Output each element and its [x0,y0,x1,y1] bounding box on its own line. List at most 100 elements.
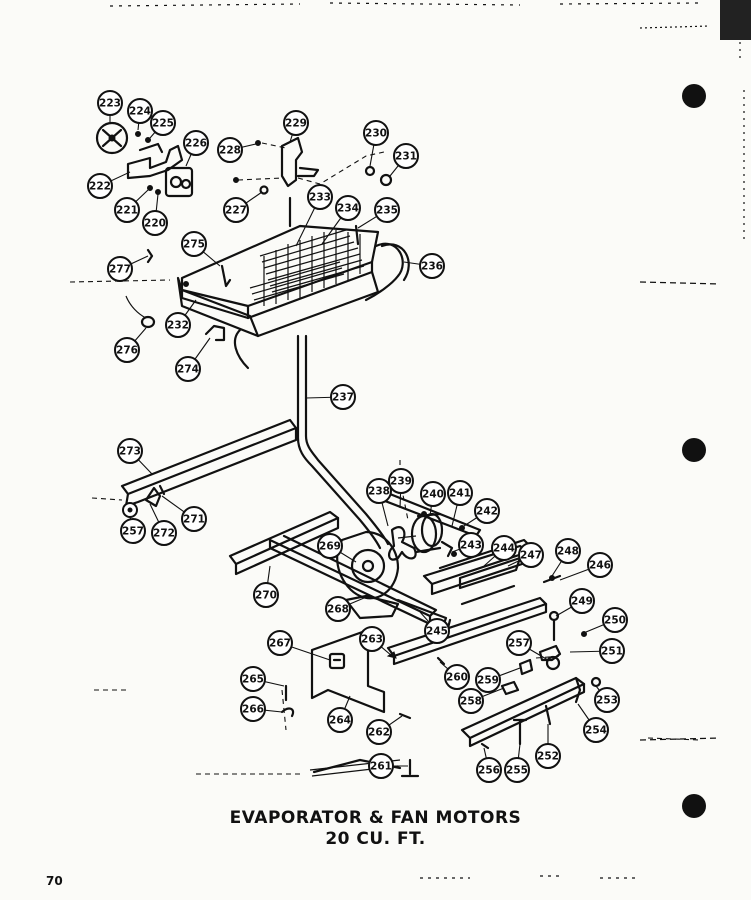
callout-number: 224 [129,106,151,118]
callout-number: 257 [508,638,530,650]
callout-256: 256 [476,747,502,783]
callout-number: 265 [242,674,264,686]
binder-hole [682,84,706,108]
callout-circle [127,98,153,124]
callout-labels: 2232242252262222212202282292272302312332… [87,90,628,783]
callout-252: 252 [535,724,561,769]
callout-number: 247 [520,550,542,562]
callout-number: 263 [361,634,383,646]
callout-number: 232 [167,320,189,332]
callout-circle [363,120,389,146]
callout-circle [217,137,243,163]
callout-244: 244 [483,535,517,567]
callout-242: 242 [463,498,500,527]
callout-221: 221 [114,189,149,223]
callout-number: 276 [116,345,138,357]
callout-circle [419,253,445,279]
callout-circle [114,337,140,363]
callout-261: 261 [368,753,408,779]
fan-motor [164,166,194,198]
callout-number: 233 [309,192,331,204]
callout-263: 263 [359,626,393,657]
callout-265: 265 [240,666,285,692]
callout-number: 268 [327,604,349,616]
evaporator-coil [69,224,410,370]
callout-circle [327,707,353,733]
callout-number: 261 [370,761,392,773]
callout-249: 249 [555,588,595,617]
callout-275: 275 [181,231,221,267]
callout-circle [366,478,392,504]
callout-circle [594,687,620,713]
callout-269: 269 [317,533,357,563]
callout-number: 274 [177,364,199,376]
callout-number: 242 [476,506,498,518]
callout-circle [583,717,609,743]
callout-number: 249 [571,596,593,608]
callout-circle [223,197,249,223]
fan-motor-bracket [126,131,184,195]
callout-number: 240 [422,489,444,501]
callout-243: 243 [451,532,484,558]
callout-227: 227 [223,191,263,223]
drain-tube [296,334,390,550]
callout-number: 234 [337,203,359,215]
callout-257: 257 [506,630,549,661]
callout-277: 277 [107,255,149,282]
callout-circle [475,667,501,693]
callout-number: 266 [242,704,264,716]
callout-number: 235 [376,205,398,217]
callout-number: 269 [319,541,341,553]
callout-circle [181,506,207,532]
diagram-title: EVAPORATOR & FAN MOTORS [229,808,522,828]
callout-274: 274 [175,337,211,382]
callout-273: 273 [117,438,153,475]
callout-number: 227 [225,205,247,217]
callout-circle [518,542,544,568]
callout-number: 270 [255,590,277,602]
callout-number: 259 [477,675,499,687]
callout-number: 264 [329,715,351,727]
callout-circle [458,688,484,714]
callout-number: 250 [604,615,626,627]
callout-number: 262 [368,727,390,739]
callout-246: 246 [559,552,613,581]
callout-235: 235 [357,197,400,229]
callout-238: 238 [366,478,392,527]
callout-circle [444,664,470,690]
binder-hole [682,794,706,818]
callout-circle [267,630,293,656]
callout-circle [491,535,517,561]
callout-number: 252 [537,751,559,763]
callout-circle [368,753,394,779]
callout-circle [240,666,266,692]
callout-number: 241 [449,488,471,500]
callout-number: 225 [152,118,174,130]
callout-circle [183,130,209,156]
callout-222: 222 [87,171,131,199]
callout-number: 239 [390,476,412,488]
callout-229: 229 [283,110,309,143]
callout-circle [504,757,530,783]
callout-circle [317,533,343,559]
callout-number: 272 [153,528,175,540]
callout-259: 259 [475,667,521,693]
callout-circle [325,596,351,622]
callout-circle [117,438,143,464]
callout-number: 220 [144,218,166,230]
callout-number: 246 [589,560,611,572]
callout-258: 258 [458,687,505,714]
callout-circle [87,173,113,199]
callout-224: 224 [127,98,153,131]
callout-254: 254 [577,703,609,743]
callout-247: 247 [507,542,544,568]
callout-number: 238 [368,486,390,498]
callout-circle [283,110,309,136]
callout-257: 257 [120,515,146,544]
callout-circle [599,638,625,664]
callout-circle [569,588,595,614]
callout-circle [366,719,392,745]
callout-225: 225 [149,110,176,139]
diagram-subtitle: 20 CU. FT. [325,829,426,849]
callout-circle [535,743,561,769]
